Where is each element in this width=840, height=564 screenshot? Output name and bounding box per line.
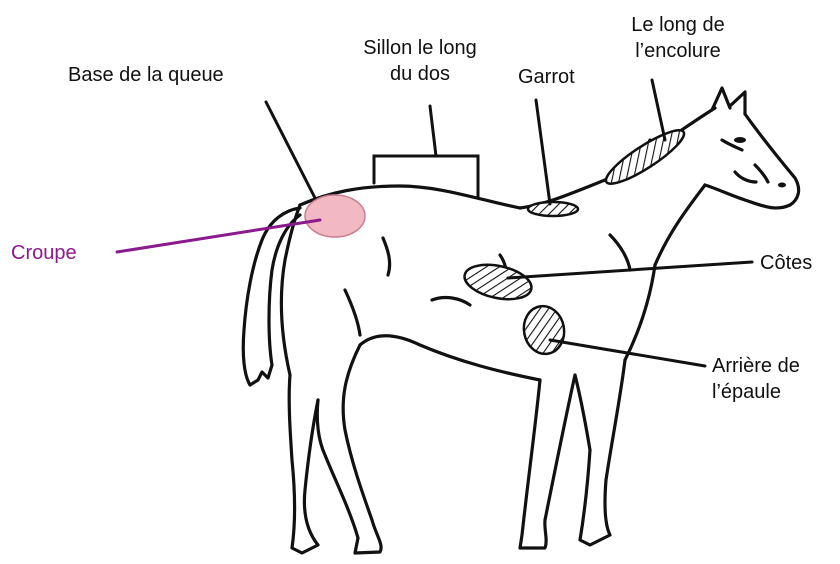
leader-sillon-stem [430, 106, 436, 156]
label-garrot: Garrot [518, 64, 575, 90]
label-cotes: Côtes [760, 250, 812, 276]
label-base-queue: Base de la queue [68, 62, 224, 88]
label-encolure-line1: Le long de [608, 12, 748, 38]
label-epaule-line1: Arrière de [712, 353, 800, 379]
label-epaule-line2: l’épaule [712, 379, 800, 405]
leader-sillon-bracket [374, 156, 478, 198]
leader-base-queue [266, 102, 315, 198]
label-encolure: Le long de l’encolure [608, 12, 748, 64]
nostril-icon [778, 183, 786, 188]
label-sillon-line2: du dos [340, 61, 500, 87]
label-sillon-line1: Sillon le long [340, 35, 500, 61]
leader-encolure [652, 80, 665, 140]
zone-croupe [305, 195, 365, 237]
leader-garrot [536, 100, 550, 204]
label-croupe: Croupe [11, 240, 77, 266]
label-encolure-line2: l’encolure [608, 38, 748, 64]
leader-epaule [550, 340, 705, 366]
zone-garrot [528, 202, 578, 216]
label-epaule: Arrière de l’épaule [712, 353, 800, 405]
horse-outline [243, 88, 798, 553]
zone-cotes [461, 259, 534, 304]
zone-epaule [520, 303, 568, 357]
eye-icon [734, 137, 746, 143]
zone-encolure [600, 123, 689, 192]
label-sillon: Sillon le long du dos [340, 35, 500, 87]
